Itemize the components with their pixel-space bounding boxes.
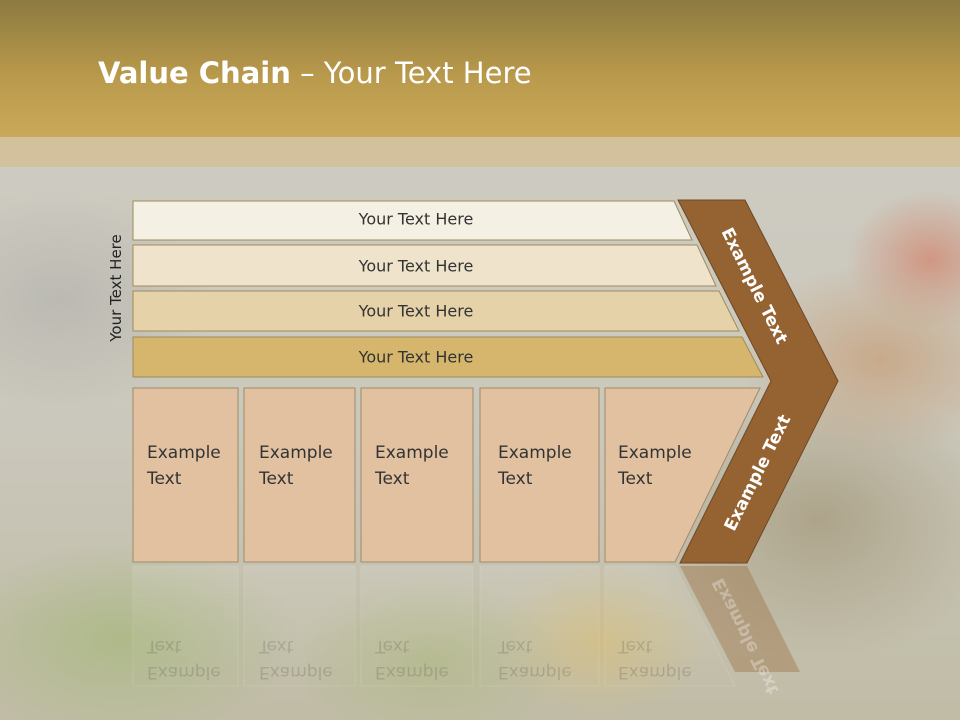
column-label-5-line2: Text xyxy=(618,469,653,489)
column-label-1-line1: Example xyxy=(147,443,221,463)
row-label-3: Your Text Here xyxy=(358,301,474,321)
column-reflection-label-2: Example Text xyxy=(259,633,333,685)
column-label-1-line2: Text xyxy=(147,469,182,489)
column-shape-5[interactable] xyxy=(604,387,761,563)
column-reflection-label-4-line2: Text xyxy=(498,636,533,656)
column-reflection-label-3-line1: Example xyxy=(375,662,449,682)
title-band xyxy=(0,137,960,167)
column-reflection-label-2-line2: Text xyxy=(259,636,294,656)
slide-title[interactable]: Value Chain – Your Text Here xyxy=(98,56,532,90)
column-label-4-line1: Example xyxy=(498,443,572,463)
column-label-5-line1: Example xyxy=(618,443,692,463)
row-label-1: Your Text Here xyxy=(358,209,474,229)
column-reflection-label-5-line1: Example xyxy=(618,662,692,682)
title-bold: Value Chain xyxy=(98,56,291,90)
column-reflection-1 xyxy=(132,565,239,687)
row-label-4: Your Text Here xyxy=(358,347,474,367)
column-reflection-4 xyxy=(479,565,600,687)
row-shape-2[interactable] xyxy=(132,244,717,287)
reflection-group xyxy=(132,565,736,687)
column-label-2-line1: Example xyxy=(259,443,333,463)
row-shape-3[interactable] xyxy=(132,290,740,332)
column-reflection-label-5: Example Text xyxy=(618,633,692,685)
column-reflection-3 xyxy=(360,565,474,687)
column-shape-4[interactable] xyxy=(479,387,600,563)
row-label-2: Your Text Here xyxy=(358,256,474,276)
column-reflection-label-2-line1: Example xyxy=(259,662,333,682)
title-bar xyxy=(0,0,960,137)
column-reflection-label-1-line1: Example xyxy=(147,662,221,682)
column-label-3-line1: Example xyxy=(375,443,449,463)
chevron-arrow[interactable] xyxy=(677,199,839,564)
column-label-2-line2: Text xyxy=(259,469,294,489)
column-label-4-line2: Text xyxy=(498,469,533,489)
column-reflection-label-3: Example Text xyxy=(375,633,449,685)
chevron-reflection xyxy=(680,566,800,672)
column-reflection-2 xyxy=(243,565,356,687)
column-reflection-label-4-line1: Example xyxy=(498,662,572,682)
row-shape-4[interactable] xyxy=(132,336,764,378)
column-reflection-label-4: Example Text xyxy=(498,633,572,685)
row-shape-1[interactable] xyxy=(132,200,693,241)
column-shape-1[interactable] xyxy=(132,387,239,563)
column-label-3-line2: Text xyxy=(375,469,410,489)
column-reflection-label-5-line2: Text xyxy=(618,636,653,656)
column-shape-2[interactable] xyxy=(243,387,356,563)
column-reflection-5 xyxy=(604,565,736,687)
column-reflection-label-1-line2: Text xyxy=(147,636,182,656)
column-reflection-label-1: Example Text xyxy=(147,633,221,685)
title-rest: – Your Text Here xyxy=(290,56,532,90)
column-reflection-label-3-line2: Text xyxy=(375,636,410,656)
column-shape-3[interactable] xyxy=(360,387,474,563)
